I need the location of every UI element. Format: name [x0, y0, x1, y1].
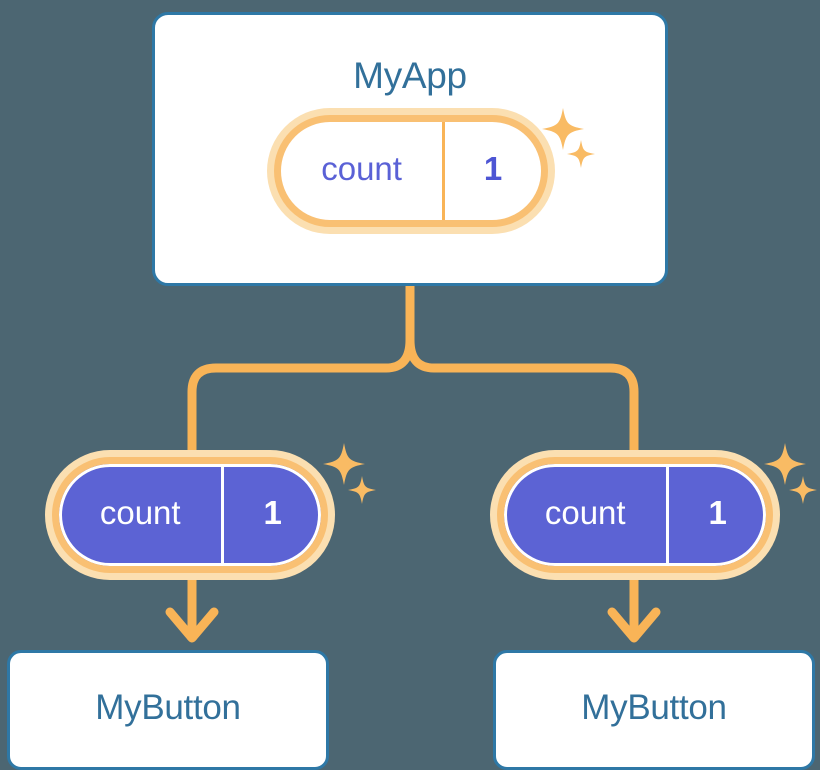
- state-pill-inner: count 1: [274, 115, 548, 227]
- prop-pill-right-key: count: [544, 494, 626, 531]
- arrow-head-left: [165, 607, 219, 643]
- prop-pill-right-value: 1: [666, 464, 766, 566]
- mybutton-label-right: MyButton: [581, 688, 727, 727]
- page-title: MyApp: [353, 55, 467, 96]
- prop-pill-left: count 1: [45, 450, 335, 580]
- state-pill-value: 1: [442, 122, 541, 220]
- state-pill-myapp: count 1: [267, 108, 555, 234]
- prop-pill-left-value: 1: [221, 464, 321, 566]
- prop-pill-left-inner: count 1: [52, 457, 328, 573]
- state-pill-key: count: [321, 150, 402, 187]
- mybutton-label-left: MyButton: [95, 688, 241, 727]
- connector-branch-right: [405, 339, 639, 450]
- prop-pill-left-key: count: [99, 494, 181, 531]
- prop-pill-right: count 1: [490, 450, 780, 580]
- prop-pill-right-inner: count 1: [497, 457, 773, 573]
- connector-branch-left: [187, 339, 415, 450]
- mybutton-card-right: MyButton: [493, 650, 815, 770]
- arrow-head-right: [607, 607, 661, 643]
- mybutton-card-left: MyButton: [7, 650, 329, 770]
